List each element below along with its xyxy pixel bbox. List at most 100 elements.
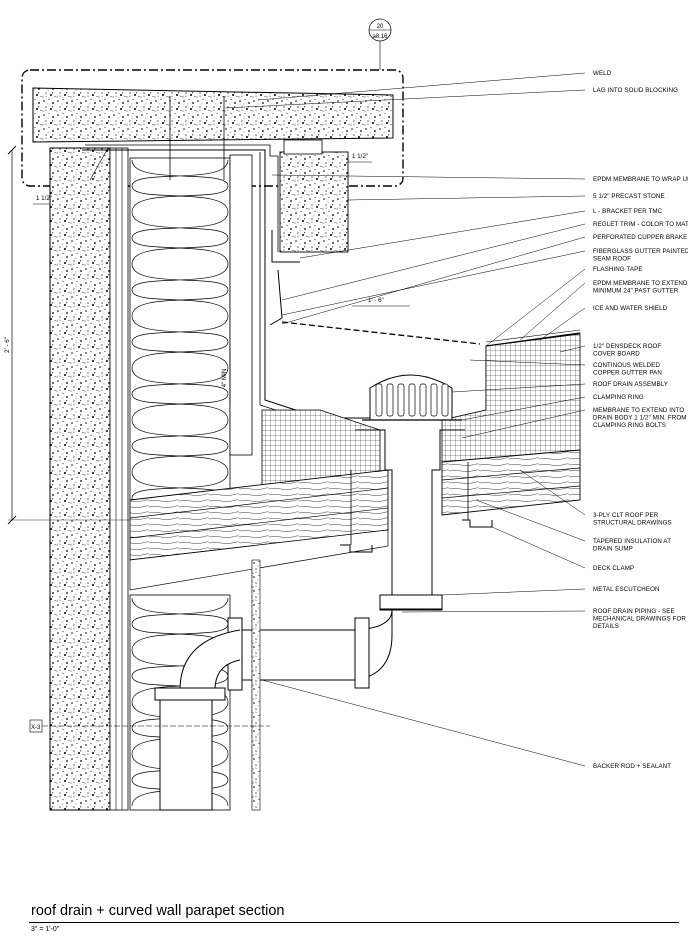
callout-item: CLAMPING RING <box>461 394 644 421</box>
callout-line: BACKER ROD + SEALANT <box>593 763 671 770</box>
dimension-vertical-left: 2' - 6" <box>4 337 11 353</box>
callout-text: LAG INTO SOLID BLOCKING <box>593 87 678 94</box>
callout-text: PERFORATED CUPPER BRAKE METAL GRATE <box>593 234 688 241</box>
callout-line: DECK CLAMP <box>593 565 634 572</box>
callout-item: REGLET TRIM - COLOR TO MATCH STONE <box>281 221 688 301</box>
callout-item: DECK CLAMP <box>491 526 634 572</box>
dimension-horizontal: 1' - 6" <box>368 297 384 304</box>
callout-line: METAL ESCUTCHEON <box>593 586 660 593</box>
roof-drain-dome <box>362 374 462 421</box>
grid-tag: X-3 <box>29 719 270 733</box>
section-tag-sheet: a8.16 <box>372 34 388 40</box>
callout-line: EPDM MEMBRANE TO WRAP UP AND OVER PARAPE… <box>593 176 688 183</box>
dimension-top-right: 1 1/2" <box>352 153 368 160</box>
callout-text: REGLET TRIM - COLOR TO MATCH STONE <box>593 221 688 228</box>
callout-line: L - BRACKET PER TMC <box>593 208 663 215</box>
callout-item: BACKER ROD + SEALANT <box>261 679 671 770</box>
callout-line: COVER BOARD <box>593 350 640 357</box>
callout-text: FLASHING TAPE <box>593 266 643 273</box>
section-tag: 20 a8.16 <box>368 18 392 70</box>
vertical-dimension: 2' - 6" <box>4 145 130 525</box>
callout-item: ICE AND WATER SHIELD <box>539 305 668 341</box>
callout-line: DRAIN SUMP <box>593 545 633 552</box>
callout-text: L - BRACKET PER TMC <box>593 208 663 215</box>
callout-item: ROOF DRAIN ASSEMBLY <box>451 381 668 393</box>
roof-drain-piping <box>239 609 393 681</box>
title-rule <box>29 922 679 923</box>
callout-line: MECHANICAL DRAWINGS FOR <box>593 615 686 622</box>
callout-line: STRUCTURAL DRAWINGS <box>593 519 672 526</box>
callout-item: PERFORATED CUPPER BRAKE METAL GRATE <box>281 234 688 325</box>
min-dimension: 4" MIN <box>221 348 231 404</box>
stone-block <box>279 151 349 253</box>
callout-line: ICE AND WATER SHIELD <box>593 305 668 312</box>
sheet-title: roof drain + curved wall parapet section <box>31 903 285 919</box>
callout-text: ROOF DRAIN ASSEMBLY <box>593 381 668 388</box>
callout-text: EPDM MEMBRANE TO WRAP UP AND OVER PARAPE… <box>593 176 688 183</box>
section-tag-number: 20 <box>377 24 384 30</box>
concrete-wall <box>49 147 111 811</box>
callout-line: WELD <box>593 70 612 77</box>
callout-list: WELD LAG INTO SOLID BLOCKING EPDM MEMBRANE… <box>224 70 688 770</box>
wall-stud <box>229 154 253 456</box>
callout-item: EPDM MEMBRANE TO WRAP UP AND OVER PARAPE… <box>271 174 688 183</box>
callout-item: 5 1/2" PRECAST STONE <box>347 193 665 201</box>
callout-line: LAG INTO SOLID BLOCKING <box>593 87 678 94</box>
callout-text: CLAMPING RING <box>593 394 644 401</box>
callout-line: TAPERED INSULATION AT <box>593 538 671 545</box>
callout-text: DECK CLAMP <box>593 565 634 572</box>
callout-text: ICE AND WATER SHIELD <box>593 305 668 312</box>
callout-line: MEMBRANE TO EXTEND INTO <box>593 407 684 414</box>
callout-line: 1/2" DENSDECK ROOF <box>593 343 661 350</box>
callout-item: FLASHING TAPE <box>485 266 643 347</box>
callout-item: L - BRACKET PER TMC <box>299 208 663 259</box>
top-right-dimension: 1 1/2" <box>348 153 372 163</box>
callout-text: WELD <box>593 70 612 77</box>
callout-line: ROOF DRAIN ASSEMBLY <box>593 381 668 388</box>
callout-item: FIBERGLASS GUTTER PAINTED TO MATCH STAND… <box>281 248 688 316</box>
callout-line: REGLET TRIM - COLOR TO MATCH STONE <box>593 221 688 228</box>
callout-text: METAL ESCUTCHEON <box>593 586 660 593</box>
callout-item: WELD <box>257 70 612 101</box>
precast-stone-coping <box>32 87 394 143</box>
sheathing <box>109 147 129 811</box>
callout-line: 3-PLY CLT ROOF PER <box>593 512 659 519</box>
callout-text: BACKER ROD + SEALANT <box>593 763 671 770</box>
dimension-left-small: 1 1/2" <box>36 195 52 202</box>
small-left-dimension: 1 1/2" <box>33 195 52 205</box>
callout-item: METAL ESCUTCHEON <box>441 586 660 596</box>
callout-text: 5 1/2" PRECAST STONE <box>593 193 665 200</box>
callout-line: CONTINOUS WELDED <box>593 362 660 369</box>
callout-line: DETAILS <box>593 623 619 630</box>
dimension-vertical-min: 4" MIN <box>221 369 228 388</box>
callout-line: SEAM ROOF <box>593 255 631 262</box>
callout-text: FIBERGLASS GUTTER PAINTED TO MATCH STAND… <box>593 248 688 262</box>
callout-line: ROOF DRAIN PIPING - SEE <box>593 608 675 615</box>
callout-item: LAG INTO SOLID BLOCKING <box>224 87 678 109</box>
callout-line: CLAMPING RING <box>593 394 644 401</box>
callout-line: FLASHING TAPE <box>593 266 643 273</box>
callout-line: EPDM MEMBRANE TO EXTEND <box>593 280 688 287</box>
detail-boundary <box>21 69 404 187</box>
callout-line: DRAIN BODY 1 1/2" MIN. FROM <box>593 414 687 421</box>
callout-line: 5 1/2" PRECAST STONE <box>593 193 665 200</box>
grid-tag-label: X-3 <box>31 725 41 731</box>
callout-line: COPPER GUTTER PAN <box>593 369 662 376</box>
callout-line: FIBERGLASS GUTTER PAINTED TO MATCH STAND… <box>593 248 688 255</box>
callout-line: CLAMPING RING BOLTS <box>593 422 666 429</box>
